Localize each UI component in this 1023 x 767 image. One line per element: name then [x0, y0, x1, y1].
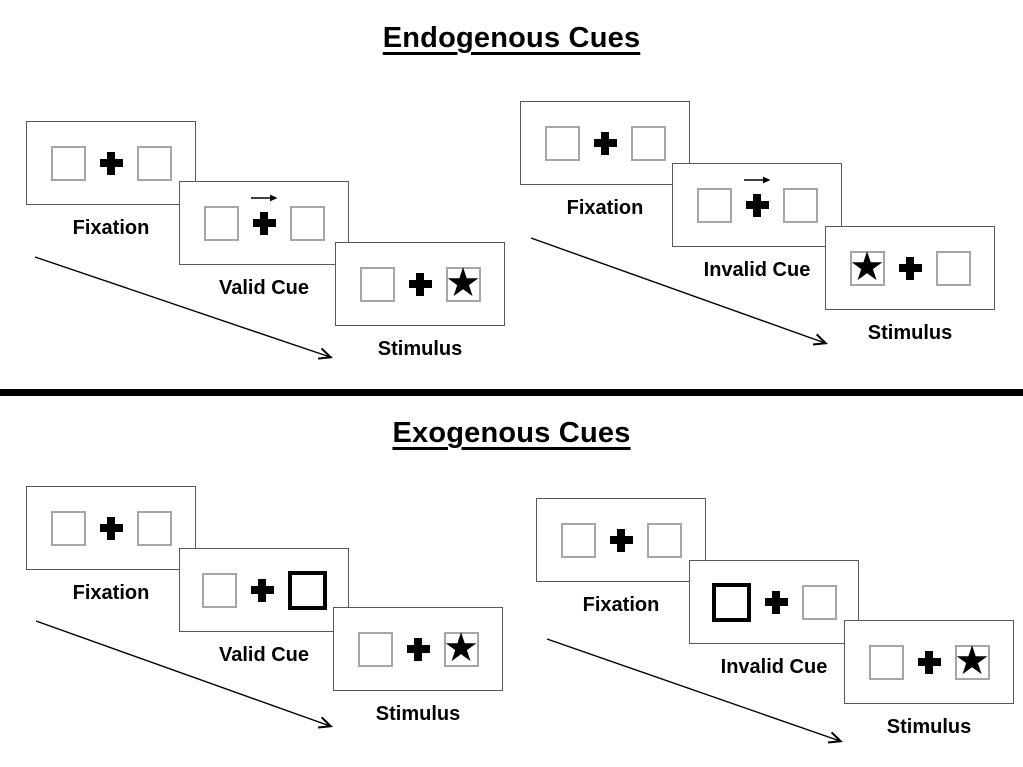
plus-icon — [250, 578, 274, 602]
panel-label: Fixation — [582, 594, 660, 616]
panel-label: Stimulus — [886, 716, 972, 738]
left-placeholder-box — [696, 187, 732, 223]
plus-icon — [406, 637, 430, 661]
panel-label: Invalid Cue — [703, 259, 811, 281]
timeline-arrow — [35, 620, 342, 736]
plus-icon — [898, 256, 922, 280]
left-target-box: ★ — [849, 247, 885, 287]
panel-label: Fixation — [566, 197, 644, 219]
right-target-box: ★ — [445, 263, 481, 303]
fixation-cross-icon — [406, 637, 430, 661]
sequence-step: Fixation — [26, 121, 196, 240]
exogenous-cue-box — [287, 570, 327, 610]
invalid-cue-panel — [672, 163, 842, 247]
section-title-exogenous: Exogenous Cues — [392, 417, 631, 449]
left-placeholder-box — [868, 644, 904, 680]
panel-label: Invalid Cue — [720, 656, 828, 678]
fixation-cross-icon — [99, 151, 123, 175]
left-placeholder-box — [560, 522, 596, 558]
left-placeholder-box — [201, 572, 237, 608]
right-placeholder-box — [801, 584, 837, 620]
fixation-cross-icon — [250, 578, 274, 602]
valid-cue-panel — [179, 181, 349, 265]
sequence-step: Fixation — [536, 498, 706, 617]
valid-cue-panel — [179, 548, 349, 632]
left-placeholder-box — [203, 205, 239, 241]
fixation-cross-icon — [99, 516, 123, 540]
right-placeholder-box — [136, 145, 172, 181]
fixation-panel — [26, 121, 196, 205]
timeline-arrow — [546, 638, 853, 752]
target-star-icon: ★ — [849, 245, 885, 289]
right-target-box: ★ — [443, 628, 479, 668]
sequence-step: Invalid Cue — [672, 163, 842, 282]
plus-icon — [99, 151, 123, 175]
panel-label: Stimulus — [377, 338, 463, 360]
left-placeholder-box — [50, 145, 86, 181]
plus-icon — [408, 272, 432, 296]
fixation-panel — [26, 486, 196, 570]
sequence-step: ★ Stimulus — [335, 242, 505, 361]
section-title-endogenous: Endogenous Cues — [382, 22, 641, 54]
sequence-step: Fixation — [26, 486, 196, 605]
fixation-cross-icon — [593, 131, 617, 155]
timeline-arrow — [530, 237, 837, 354]
plus-icon — [764, 590, 788, 614]
right-placeholder-box — [289, 205, 325, 241]
right-target-box: ★ — [954, 641, 990, 681]
fixation-cross-icon — [609, 528, 633, 552]
panel-label: Fixation — [72, 582, 150, 604]
target-star-icon: ★ — [445, 261, 481, 305]
fixation-cross-icon — [898, 256, 922, 280]
stimulus-panel: ★ — [333, 607, 503, 691]
sequence-step: Valid Cue — [179, 181, 349, 300]
right-placeholder-box — [935, 250, 971, 286]
right-placeholder-box — [630, 125, 666, 161]
sequence-step: ★ Stimulus — [844, 620, 1014, 739]
panel-label: Valid Cue — [218, 277, 310, 299]
left-placeholder-box — [544, 125, 580, 161]
cue-arrow-icon — [743, 176, 770, 183]
right-placeholder-box — [646, 522, 682, 558]
fixation-cross-icon — [743, 176, 770, 217]
plus-icon — [609, 528, 633, 552]
fixation-cross-icon — [917, 650, 941, 674]
fixation-panel — [520, 101, 690, 185]
target-star-icon: ★ — [443, 626, 479, 670]
fixation-cross-icon — [408, 272, 432, 296]
left-placeholder-box — [50, 510, 86, 546]
fixation-panel — [536, 498, 706, 582]
right-placeholder-box — [136, 510, 172, 546]
plus-icon — [745, 193, 769, 217]
plus-icon — [99, 516, 123, 540]
sequence-step: Valid Cue — [179, 548, 349, 667]
timeline-arrow — [34, 256, 342, 368]
cue-arrow-icon — [250, 194, 277, 201]
fixation-cross-icon — [764, 590, 788, 614]
right-placeholder-box — [782, 187, 818, 223]
panel-label: Fixation — [72, 217, 150, 239]
exogenous-cue-box — [711, 582, 751, 622]
sequence-step: ★ Stimulus — [333, 607, 503, 726]
invalid-cue-panel — [689, 560, 859, 644]
plus-icon — [917, 650, 941, 674]
sequence-step: Fixation — [520, 101, 690, 220]
stimulus-panel: ★ — [844, 620, 1014, 704]
fixation-cross-icon — [250, 194, 277, 235]
panel-label: Valid Cue — [218, 644, 310, 666]
plus-icon — [593, 131, 617, 155]
panel-label: Stimulus — [375, 703, 461, 725]
stimulus-panel: ★ — [335, 242, 505, 326]
sequence-step: ★ Stimulus — [825, 226, 995, 345]
target-star-icon: ★ — [954, 639, 990, 683]
left-placeholder-box — [357, 631, 393, 667]
sequence-step: Invalid Cue — [689, 560, 859, 679]
plus-icon — [252, 211, 276, 235]
section-divider — [0, 389, 1023, 396]
left-placeholder-box — [359, 266, 395, 302]
stimulus-panel: ★ — [825, 226, 995, 310]
panel-label: Stimulus — [867, 322, 953, 344]
